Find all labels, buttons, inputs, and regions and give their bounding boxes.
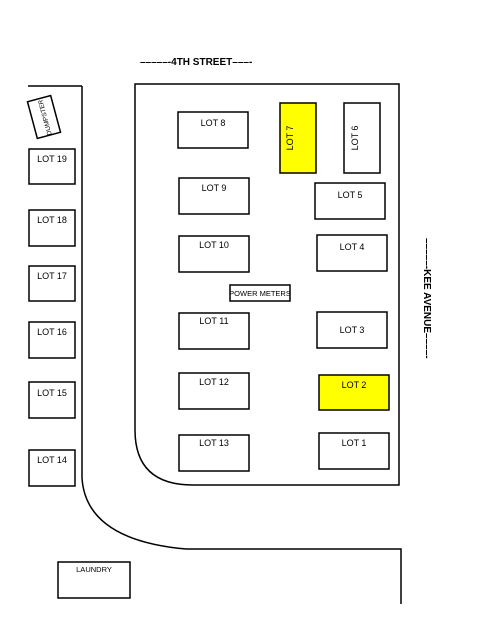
lot-15[interactable]: LOT 15 [28, 381, 76, 419]
lot-9[interactable]: LOT 9 [178, 177, 250, 215]
lot-17-label: LOT 17 [37, 271, 67, 281]
dumpster: DUMPSTER [26, 94, 62, 140]
lot-9-label: LOT 9 [202, 183, 227, 193]
inner-block-boundary [134, 83, 400, 486]
laundry-label: LAUNDRY [76, 565, 112, 574]
lot-10-label: LOT 10 [199, 240, 229, 250]
lot-12[interactable]: LOT 12 [178, 372, 250, 410]
west-road-edge [81, 86, 187, 550]
lot-16-label: LOT 16 [37, 327, 67, 337]
lot-7-label: LOT 7 [285, 126, 295, 151]
lot-19-label: LOT 19 [37, 154, 67, 164]
lot-16[interactable]: LOT 16 [28, 321, 76, 359]
lot-7[interactable]: LOT 7 [279, 102, 317, 174]
lot-13-label: LOT 13 [199, 438, 229, 448]
lot-5-label: LOT 5 [338, 190, 363, 200]
lot-3[interactable]: LOT 3 [316, 311, 388, 349]
street-label-kee-avenue: –––––-KEE AVENUE––––- [421, 238, 432, 359]
south-road-edge [186, 548, 402, 604]
lot-15-label: LOT 15 [37, 388, 67, 398]
lot-10[interactable]: LOT 10 [178, 235, 250, 273]
lot-13[interactable]: LOT 13 [178, 434, 250, 472]
lot-3-label: LOT 3 [340, 325, 365, 335]
lot-2[interactable]: LOT 2 [318, 374, 390, 411]
lot-18-label: LOT 18 [37, 215, 67, 225]
lot-6-label: LOT 6 [350, 126, 360, 151]
power-meters: POWER METERS [229, 284, 291, 302]
lot-19[interactable]: LOT 19 [28, 148, 76, 185]
lot-17[interactable]: LOT 17 [28, 265, 76, 302]
lot-4[interactable]: LOT 4 [316, 234, 388, 272]
lot-12-label: LOT 12 [199, 377, 229, 387]
lot-1[interactable]: LOT 1 [318, 432, 390, 470]
lot-11[interactable]: LOT 11 [178, 312, 250, 350]
lot-2-highlight [318, 374, 390, 411]
lot-1-label: LOT 1 [342, 438, 367, 448]
street-label-4th-street: –––––-4TH STREET–––- [140, 57, 252, 68]
lot-8[interactable]: LOT 8 [177, 111, 249, 149]
lot-8-label: LOT 8 [201, 118, 226, 128]
lot-18[interactable]: LOT 18 [28, 209, 76, 247]
lot-14[interactable]: LOT 14 [28, 449, 76, 487]
lot-11-label: LOT 11 [199, 316, 228, 326]
lot-4-label: LOT 4 [340, 242, 365, 252]
lot-14-label: LOT 14 [37, 455, 67, 465]
power-meters-label: POWER METERS [229, 289, 291, 298]
lot-7-highlight [279, 102, 317, 174]
lot-6[interactable]: LOT 6 [343, 102, 381, 174]
lot-2-label: LOT 2 [342, 380, 367, 390]
lot-5[interactable]: LOT 5 [314, 182, 386, 220]
laundry: LAUNDRY [57, 561, 131, 599]
